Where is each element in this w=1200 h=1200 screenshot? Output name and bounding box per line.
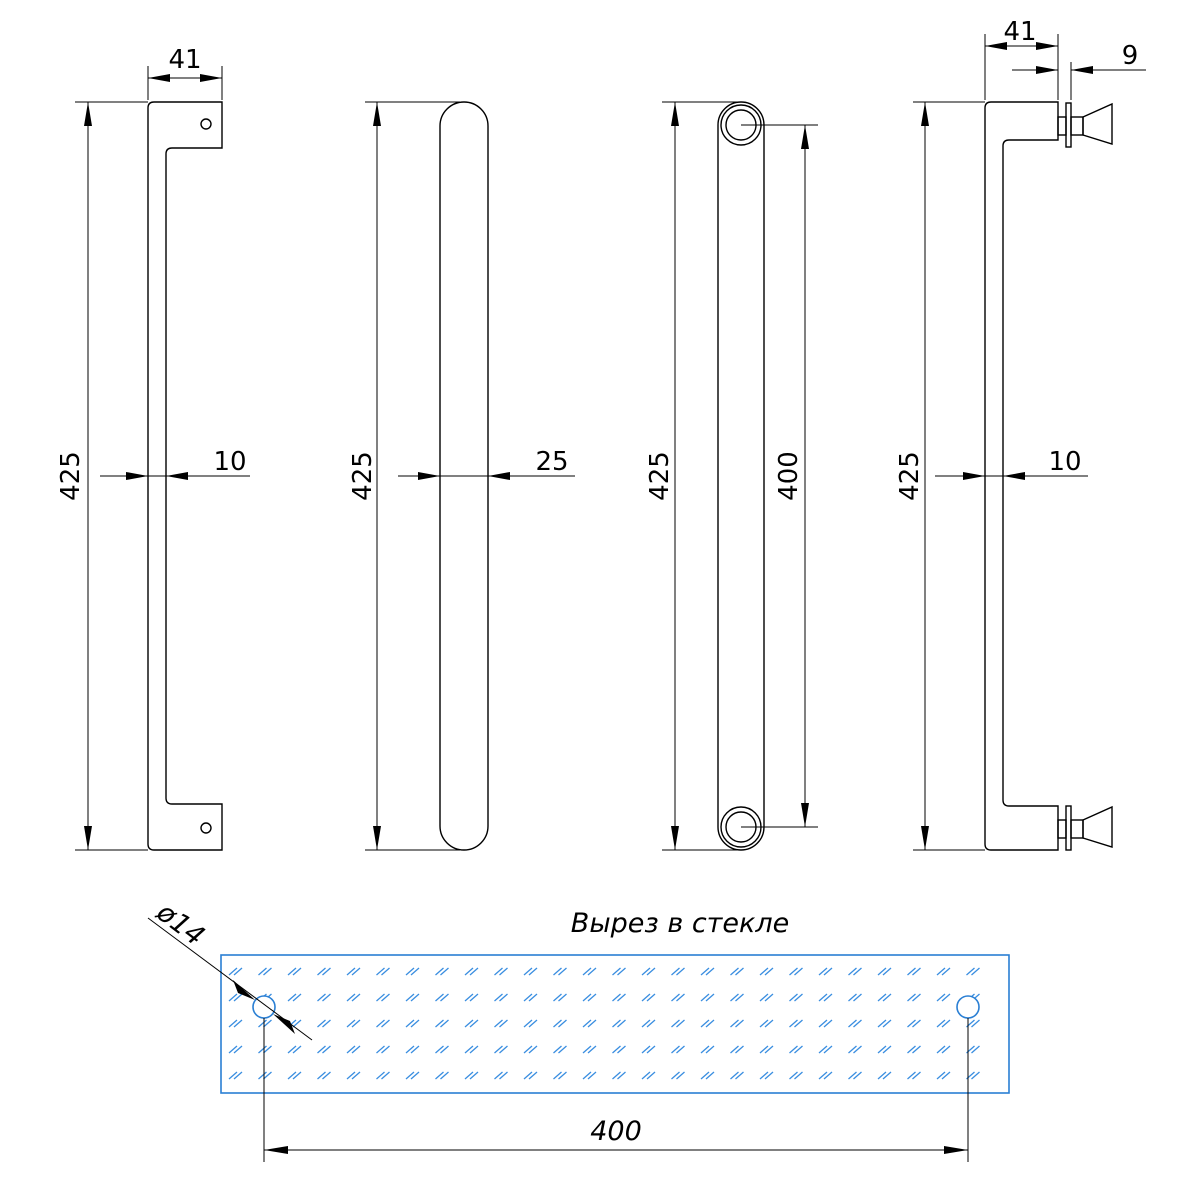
- hole-right: [956, 995, 980, 1019]
- fitting-thickness-dimension: 9: [1012, 41, 1146, 100]
- screw-hole-top: [200, 118, 212, 130]
- view-4-side-with-fittings: 425 41 9 10: [895, 17, 1146, 851]
- depth-dimension: 41: [147, 45, 223, 100]
- depth-label: 41: [1003, 17, 1036, 47]
- handle-profile: [984, 101, 1059, 851]
- depth-label: 41: [168, 45, 201, 75]
- height-dimension: 425: [645, 101, 740, 851]
- height-label: 425: [645, 451, 675, 501]
- glass-cutout-view: Вырез в стекле ø14 400: [147, 896, 1010, 1162]
- view-2-front: 425 25: [348, 101, 575, 851]
- thickness-dimension: 10: [100, 447, 250, 480]
- view-1-side-profile: 425 41 10: [56, 45, 250, 851]
- glass-panel: [220, 954, 1010, 1094]
- hole-left: [252, 995, 276, 1019]
- height-dimension: 425: [56, 101, 148, 851]
- thickness-label: 10: [1048, 447, 1081, 477]
- thickness-dimension: 10: [935, 447, 1088, 480]
- hole-spacing-dimension: 400: [263, 1018, 969, 1162]
- hole-diameter-leader: ø14: [147, 896, 313, 1041]
- height-label: 425: [348, 451, 378, 501]
- fitting-thickness-label: 9: [1122, 41, 1139, 71]
- height-label: 425: [895, 451, 925, 501]
- bar-back: [717, 101, 765, 851]
- screw-hole-bottom: [200, 822, 212, 834]
- glass-fitting-top: [1057, 102, 1113, 148]
- center-distance-dimension: 400: [741, 124, 818, 828]
- height-label: 425: [56, 451, 86, 501]
- view-3-back: 425 400: [645, 101, 818, 851]
- hole-diameter-label: ø14: [150, 896, 210, 952]
- width-dimension: 25: [398, 447, 575, 480]
- depth-dimension: 41: [984, 17, 1059, 100]
- glass-fitting-bottom: [1057, 805, 1113, 851]
- center-distance-label: 400: [774, 451, 804, 501]
- height-dimension: 425: [348, 101, 460, 851]
- height-dimension: 425: [895, 101, 985, 851]
- width-label: 25: [535, 447, 568, 477]
- handle-profile: [147, 101, 223, 851]
- thickness-label: 10: [213, 447, 246, 477]
- glass-cutout-title: Вырез в стекле: [571, 908, 789, 939]
- glass-hatching: [228, 967, 981, 1080]
- hole-spacing-label: 400: [590, 1116, 642, 1147]
